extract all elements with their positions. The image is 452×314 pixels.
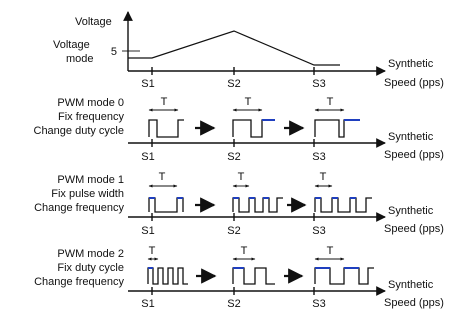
voltage-mode-label-line2: mode [66, 53, 94, 65]
pwm-mode-0-period-label-3: T [327, 96, 334, 108]
pwm-mode-2-line2: Fix duty cycle [57, 262, 124, 274]
pwm-mode-0-tick-label-s2: S2 [227, 151, 240, 163]
voltage-x-axis-label-line2: Speed (pps) [384, 77, 444, 89]
pwm-mode-1-waveform-3 [314, 197, 372, 213]
pwm-mode-1-x-axis-label-line2: Speed (pps) [384, 223, 444, 235]
pwm-mode-2-tick-label-s3: S3 [312, 298, 325, 310]
pwm-mode-1-waveform-1 [148, 197, 184, 213]
voltage-tick-label-s3: S3 [312, 78, 325, 90]
pwm-mode-1-x-axis-label-line1: Synthetic [388, 205, 434, 217]
pwm-mode-2-tick-label-s2: S2 [227, 298, 240, 310]
pwm-mode-1-period-label-2: T [238, 171, 245, 183]
pwm-mode-2-period-label-1: T [149, 245, 156, 257]
pwm-mode-2-period-label-2: T [241, 245, 248, 257]
voltage-tick-label-s2: S2 [227, 78, 240, 90]
voltage-tick-label-s1: S1 [141, 78, 154, 90]
voltage-axis-title: Voltage [75, 16, 112, 28]
pwm-mode-1-line1: PWM mode 1 [57, 174, 124, 186]
pwm-mode-1-tick-label-s2: S2 [227, 225, 240, 237]
voltage-x-axis-label-line1: Synthetic [388, 58, 434, 70]
pwm-mode-1-waveform-2 [232, 197, 283, 213]
pwm-mode-1-period-label-3: T [320, 171, 327, 183]
pwm-mode-1-period-label-1: T [159, 171, 166, 183]
pwm-mode-2-waveform-3 [314, 267, 374, 285]
pwm-mode-0-line3: Change duty cycle [34, 125, 125, 137]
pwm-mode-0-period-label-2: T [245, 96, 252, 108]
pwm-mode-0-waveform-3 [314, 119, 360, 138]
pwm-mode-2-waveform-2 [232, 267, 275, 285]
pwm-mode-2-x-axis-label-line1: Synthetic [388, 279, 434, 291]
pwm-mode-1-tick-label-s3: S3 [312, 225, 325, 237]
pwm-mode-1-line3: Change frequency [34, 202, 124, 214]
pwm-mode-0-line1: PWM mode 0 [57, 97, 124, 109]
pwm-mode-2-panel: PWM mode 2 Fix duty cycle Change frequen… [34, 245, 444, 310]
pwm-mode-2-line3: Change frequency [34, 276, 124, 288]
voltage-tick-5: 5 [111, 46, 117, 58]
pwm-mode-2-tick-label-s1: S1 [141, 298, 154, 310]
voltage-panel: Voltage Voltage mode 5 S1 S2 S3 Syntheti… [53, 11, 444, 90]
voltage-mode-label-line1: Voltage [53, 39, 90, 51]
pwm-mode-2-waveform-1 [147, 267, 188, 285]
pwm-mode-0-panel: PWM mode 0 Fix frequency Change duty cyc… [34, 96, 444, 163]
pwm-mode-2-x-axis-label-line2: Speed (pps) [384, 297, 444, 309]
pwm-mode-1-line2: Fix pulse width [51, 188, 124, 200]
pwm-mode-1-panel: PWM mode 1 Fix pulse width Change freque… [34, 171, 444, 237]
pwm-mode-0-x-axis-label-line2: Speed (pps) [384, 149, 444, 161]
pwm-mode-0-waveform-2 [232, 119, 275, 138]
voltage-profile [128, 30, 340, 66]
pwm-mode-2-period-label-3: T [327, 245, 334, 257]
pwm-mode-0-x-axis-label-line1: Synthetic [388, 131, 434, 143]
pwm-mode-0-tick-label-s3: S3 [312, 151, 325, 163]
pwm-mode-0-line2: Fix frequency [58, 111, 125, 123]
pwm-mode-0-period-label-1: T [161, 96, 168, 108]
pwm-mode-0-waveform-1 [148, 119, 184, 138]
pwm-mode-0-tick-label-s1: S1 [141, 151, 154, 163]
pwm-mode-1-tick-label-s1: S1 [141, 225, 154, 237]
pwm-mode-2-line1: PWM mode 2 [57, 248, 124, 260]
